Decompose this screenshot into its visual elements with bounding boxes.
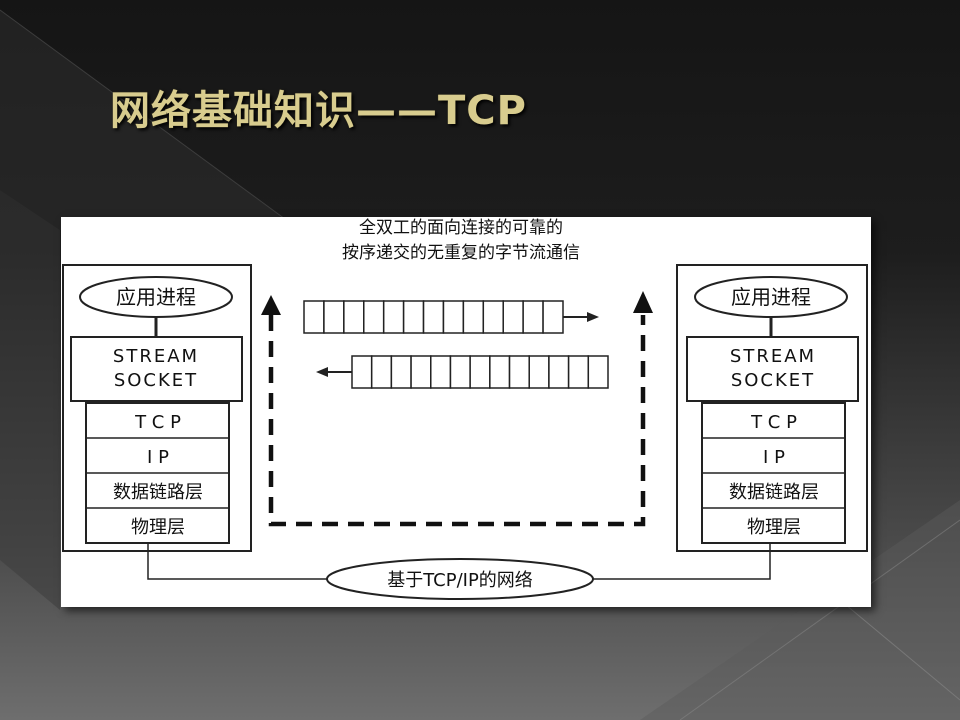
queue-cell [489, 355, 511, 389]
queue-cell [430, 355, 452, 389]
page-title: 网络基础知识——TCP [110, 88, 527, 134]
left-layer-datalink: 数据链路层 [113, 482, 203, 503]
queue-cell [370, 355, 393, 389]
right-host-frame [676, 264, 868, 552]
arrow-left-icon [316, 367, 328, 377]
queue-cell [528, 355, 550, 389]
queue-cell [303, 300, 325, 334]
queue-cell [449, 355, 471, 389]
queue-cell [542, 300, 564, 334]
queue-cell [323, 300, 345, 334]
right-socket-line1: STREAM [730, 346, 816, 367]
network-link: 基于TCP/IP的网络 [147, 543, 771, 600]
left-layer-ip: I P [147, 447, 169, 468]
left-socket-line1: STREAM [113, 346, 199, 367]
right-layer-physical: 物理层 [747, 517, 801, 538]
queue-cell [422, 300, 445, 334]
left-layer-physical: 物理层 [131, 517, 185, 538]
queue-cell [382, 300, 405, 334]
queue-cell [363, 300, 385, 334]
arrowhead-up-right [633, 291, 653, 313]
queue-cell [502, 300, 524, 334]
right-host: 应用进程 STREAM SOCKET T C P I P 数据链路层 物理层 [676, 264, 868, 552]
left-layer-tcp: T C P [134, 412, 181, 433]
arrowhead-up-left [261, 295, 281, 315]
queue-cell [390, 355, 412, 389]
arrow-right-icon [587, 312, 599, 322]
right-socket-box [686, 336, 859, 402]
byte-stream-right [303, 300, 599, 334]
tcp-diagram: 全双工的面向连接的可靠的 按序递交的无重复的字节流通信 应用进程 STREAM … [61, 217, 871, 607]
network-label: 基于TCP/IP的网络 [387, 570, 533, 591]
left-socket-box [70, 336, 243, 402]
queue-cell [351, 355, 373, 389]
left-host: 应用进程 STREAM SOCKET T C P I P 数据链路层 物理层 [62, 264, 252, 552]
queue-cell [469, 355, 491, 389]
left-host-frame [62, 264, 252, 552]
queue-cell [410, 355, 432, 389]
queue-cell [548, 355, 570, 389]
queue-cell [462, 300, 485, 334]
dashed-flow-loop [261, 291, 653, 527]
queue-cell [402, 300, 425, 334]
byte-stream-left [316, 355, 609, 389]
queue-cell [442, 300, 465, 334]
right-layer-ip: I P [763, 447, 785, 468]
network-ellipse [326, 558, 594, 600]
caption-line-1: 全双工的面向连接的可靠的 [359, 218, 563, 238]
queue-cell [482, 300, 504, 334]
queue-cell [508, 355, 530, 389]
caption-line-2: 按序递交的无重复的字节流通信 [342, 243, 580, 263]
right-app-label: 应用进程 [731, 285, 811, 309]
right-layer-datalink: 数据链路层 [729, 482, 819, 503]
right-socket-line2: SOCKET [731, 370, 815, 391]
left-app-label: 应用进程 [116, 285, 196, 309]
left-socket-line2: SOCKET [114, 370, 198, 391]
queue-cell [567, 355, 590, 389]
queue-cell [587, 355, 609, 389]
right-layer-tcp: T C P [750, 412, 797, 433]
queue-cell [522, 300, 544, 334]
queue-cell [343, 300, 365, 334]
